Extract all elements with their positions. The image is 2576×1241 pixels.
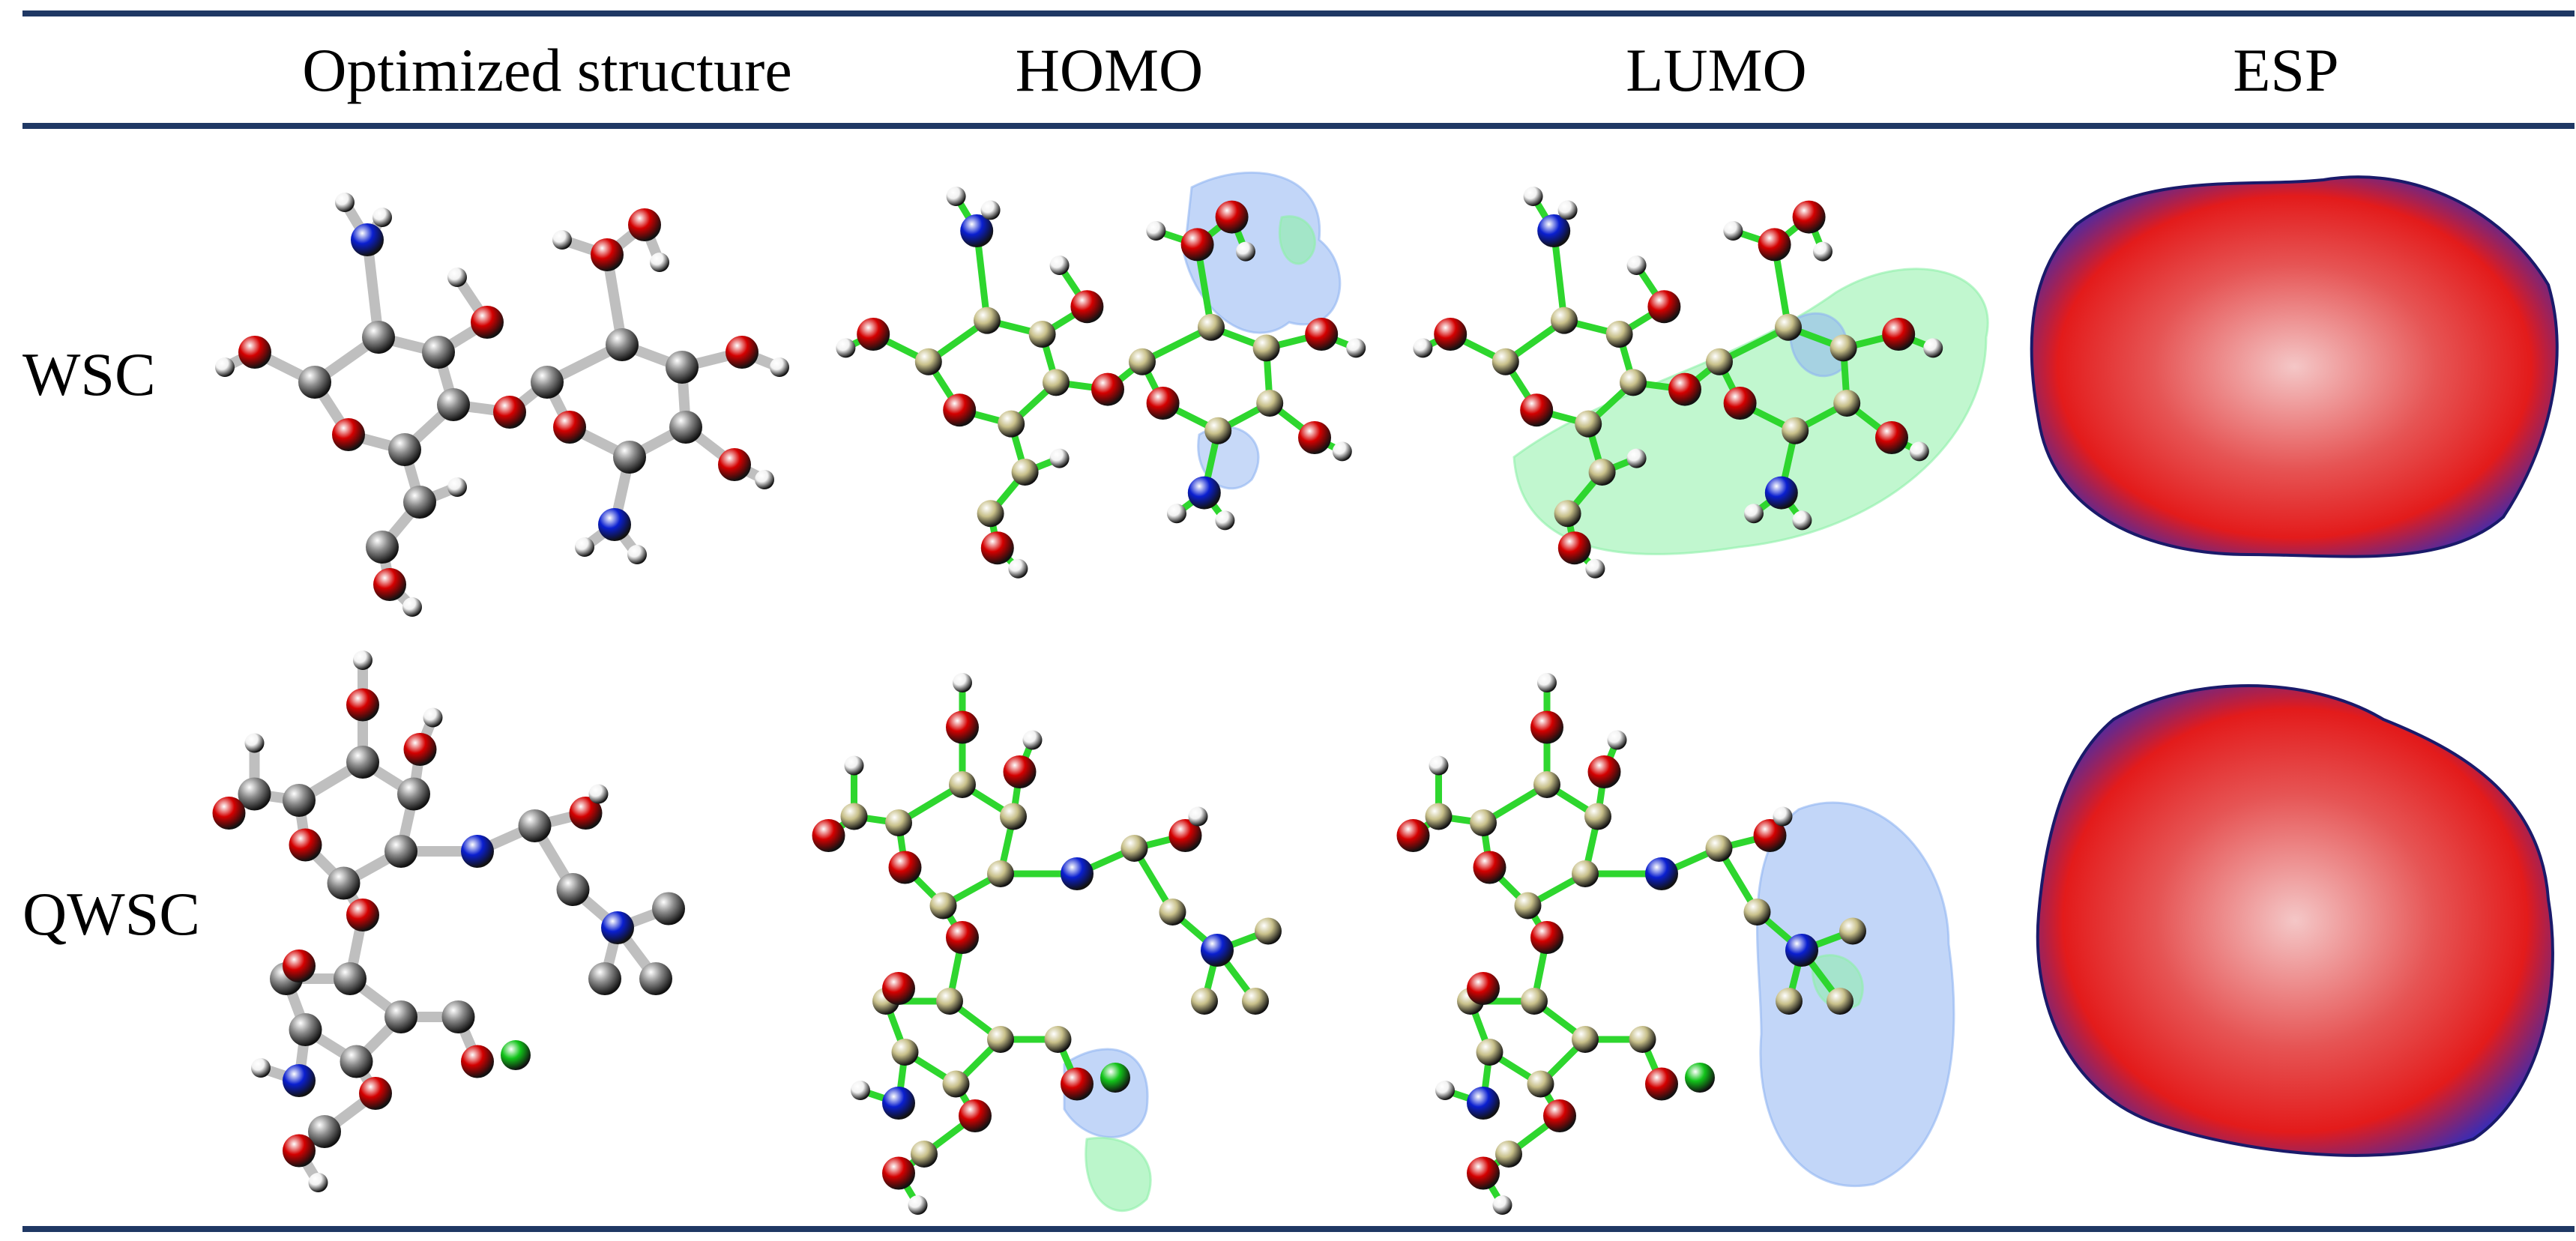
- row-label-wsc: WSC: [22, 340, 156, 408]
- qwsc-optimized-structure-image: [180, 637, 817, 1207]
- table-header-rule: [22, 123, 2575, 129]
- header-lumo: LUMO: [1626, 36, 1807, 104]
- qwsc-homo-image: [812, 659, 1417, 1215]
- row-label-qwsc: QWSC: [22, 880, 200, 948]
- table-top-rule: [22, 10, 2575, 16]
- qwsc-lumo-image: [1396, 659, 2031, 1215]
- wsc-lumo-image: [1413, 142, 2031, 592]
- table-bottom-rule: [22, 1226, 2575, 1232]
- qwsc-esp-image: [2024, 674, 2571, 1162]
- header-esp: ESP: [2233, 36, 2339, 104]
- wsc-homo-image: [832, 142, 1417, 592]
- wsc-esp-image: [2024, 165, 2563, 570]
- header-optimized-structure: Optimized structure: [302, 36, 792, 104]
- wsc-optimized-structure-image: [180, 142, 817, 617]
- header-homo: HOMO: [1015, 36, 1204, 104]
